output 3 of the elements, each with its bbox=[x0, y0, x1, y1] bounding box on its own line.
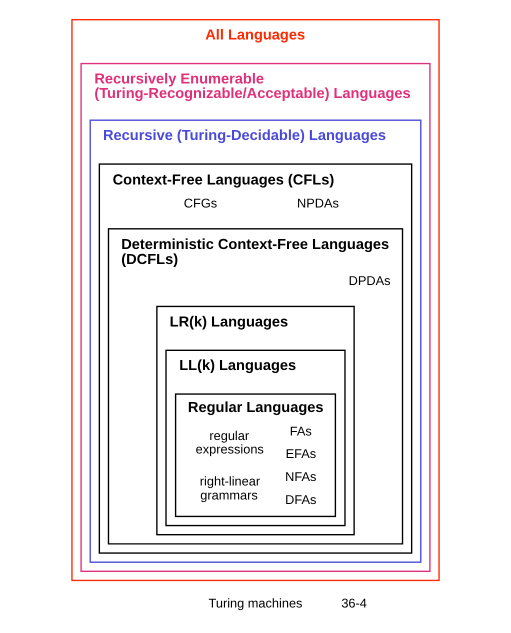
label: 36-4 bbox=[341, 596, 367, 611]
node-box: Regular Languages regular expressions FAs EFAs right-linear grammars NFAs DFAs bbox=[174, 393, 336, 518]
label: Turing machines bbox=[208, 596, 302, 611]
